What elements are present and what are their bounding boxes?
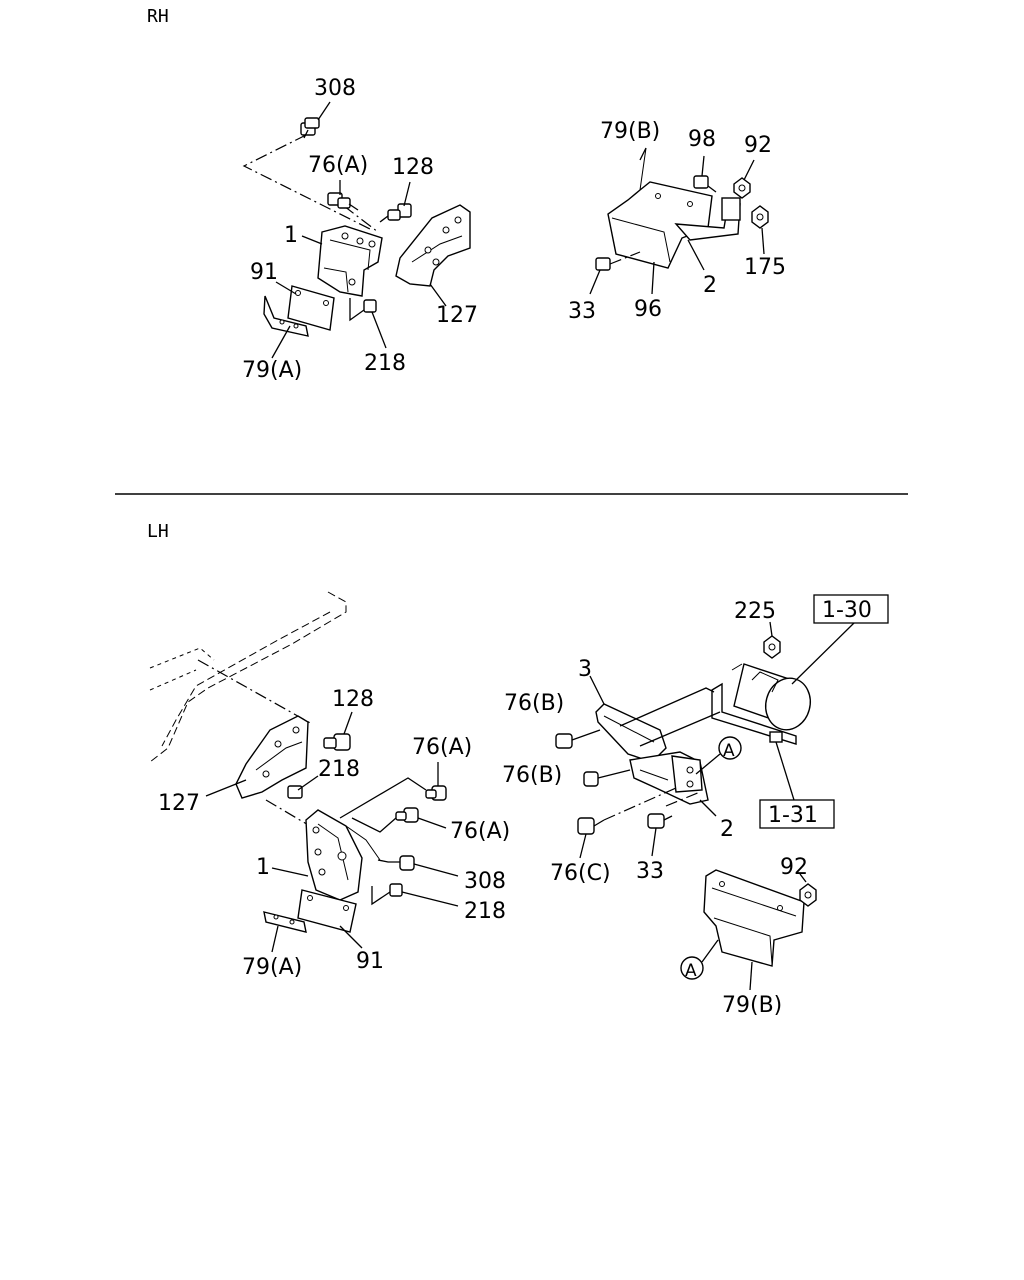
lh-cover-127-icon xyxy=(235,715,309,799)
lh-left-assembly xyxy=(149,591,459,953)
lh-callout-2: 2 xyxy=(720,817,734,842)
bolt-308-icon xyxy=(300,117,320,139)
plate-91-icon xyxy=(287,285,335,331)
bolt-128-icon xyxy=(379,203,412,223)
nut-92-icon xyxy=(733,177,751,199)
rh-section-label: RH xyxy=(147,6,169,27)
rh-left-assembly xyxy=(242,101,471,359)
callout-2: 2 xyxy=(703,273,717,298)
lh-callout-3: 3 xyxy=(578,657,592,682)
strip-79a-icon xyxy=(263,295,309,337)
ref-box-1-30 xyxy=(813,594,889,624)
lh-plate-91-icon xyxy=(297,889,357,933)
lh-callout-1-30: 1-30 xyxy=(822,598,872,623)
lh-strip-79a-icon xyxy=(263,911,307,933)
bracket-1-icon xyxy=(317,225,383,297)
lh-callout-76b2: 76(B) xyxy=(502,763,562,788)
lh-callout-91: 91 xyxy=(356,949,384,974)
callout-218: 218 xyxy=(364,351,406,376)
rh-right-assembly xyxy=(589,147,769,295)
bolt-218-icon xyxy=(349,298,377,322)
lh-callout-76a2: 76(A) xyxy=(450,819,510,844)
ref-circle-a1 xyxy=(718,736,742,760)
lh-nut-308-icon xyxy=(377,855,415,871)
callout-127: 127 xyxy=(436,303,478,328)
lh-section-label: LH xyxy=(147,521,169,542)
callout-92: 92 xyxy=(744,133,772,158)
lh-bolt-218b-icon xyxy=(371,883,403,906)
lh-nut-92-icon xyxy=(799,883,817,907)
lh-callout-76a1: 76(A) xyxy=(412,735,472,760)
callout-308: 308 xyxy=(314,76,356,101)
nut-175-icon xyxy=(751,205,769,229)
lh-bolt-76c-icon xyxy=(577,817,605,835)
lh-callout-308: 308 xyxy=(464,869,506,894)
lh-bolt-218a-icon xyxy=(265,785,311,827)
bolt-33-icon xyxy=(595,251,641,271)
lh-callout-92: 92 xyxy=(780,855,808,880)
lh-callout-1-31: 1-31 xyxy=(768,803,818,828)
callout-96: 96 xyxy=(634,297,662,322)
shroud-79b-icon xyxy=(607,147,713,269)
ref-circle-a2 xyxy=(680,956,704,980)
lh-bracket-3-icon xyxy=(595,687,721,763)
callout-33: 33 xyxy=(568,299,596,324)
bracket-2-icon xyxy=(674,197,741,241)
lh-bolt-76a2-icon xyxy=(395,807,419,823)
lh-callout-1: 1 xyxy=(256,855,270,880)
lh-callout-218b: 218 xyxy=(464,899,506,924)
nut-98-icon xyxy=(693,175,717,193)
ref-circle-a2-label: A xyxy=(685,961,697,981)
lh-callout-127: 127 xyxy=(158,791,200,816)
ref-circle-a1-label: A xyxy=(723,741,735,761)
ref-box-1-31 xyxy=(759,799,835,829)
frame-rail-icon xyxy=(149,591,347,763)
callout-76a: 76(A) xyxy=(308,153,368,178)
lh-callout-33: 33 xyxy=(636,859,664,884)
callout-79b: 79(B) xyxy=(600,119,660,144)
lh-bracket-1-icon xyxy=(305,809,381,901)
lh-bolt-128-icon xyxy=(323,733,351,751)
callout-98: 98 xyxy=(688,127,716,152)
bolt-76a-icon xyxy=(327,192,359,211)
air-tank-icon xyxy=(731,663,811,731)
lh-callout-79a: 79(A) xyxy=(242,955,302,980)
lh-shroud-79b-icon xyxy=(703,869,805,967)
callout-175: 175 xyxy=(744,255,786,280)
callout-91: 91 xyxy=(250,260,278,285)
lh-bolt-76b2-icon xyxy=(583,769,631,787)
lh-bolt-76a1-icon xyxy=(425,785,447,801)
lh-callout-225: 225 xyxy=(734,599,776,624)
lh-right-assembly xyxy=(555,594,889,991)
callout-128: 128 xyxy=(392,155,434,180)
callout-1: 1 xyxy=(284,223,298,248)
lh-callout-76c: 76(C) xyxy=(550,861,611,886)
lh-callout-218a: 218 xyxy=(318,757,360,782)
cover-127-icon xyxy=(395,204,471,287)
lh-bracket-2-icon xyxy=(629,751,709,805)
lh-callout-79b: 79(B) xyxy=(722,993,782,1018)
lh-bolt-33-icon xyxy=(647,813,673,829)
callout-79a: 79(A) xyxy=(242,358,302,383)
lh-nut-225-icon xyxy=(763,635,781,659)
lh-bolt-76b1-icon xyxy=(555,729,601,749)
lh-callout-128: 128 xyxy=(332,687,374,712)
lh-callout-76b1: 76(B) xyxy=(504,691,564,716)
